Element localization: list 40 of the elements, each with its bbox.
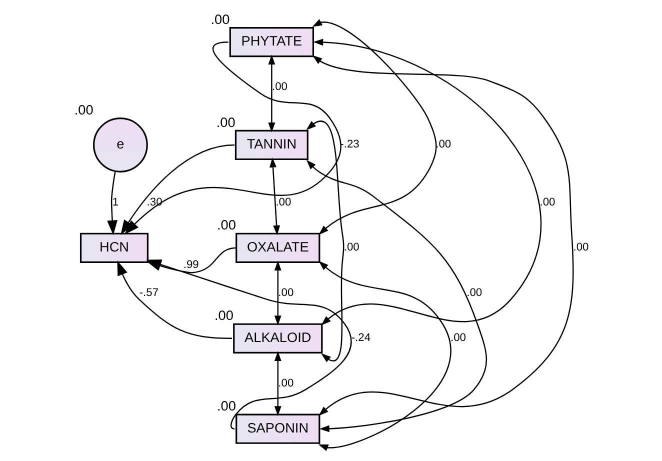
arrow <box>318 260 451 452</box>
node-label: .00 <box>216 114 235 130</box>
arrow <box>312 19 436 235</box>
node-label: .00 <box>210 12 230 27</box>
node-box: SAPONIN <box>235 414 320 444</box>
node-circle: e <box>92 118 148 172</box>
arrow <box>312 38 541 326</box>
arrow <box>269 157 280 236</box>
node-box: TANNIN <box>234 130 308 160</box>
edge-label: .00 <box>278 286 294 299</box>
arrow <box>268 54 275 132</box>
node-box: PHYTATE <box>228 27 314 58</box>
edge-label: 1 <box>112 196 118 208</box>
edge-label: .00 <box>275 196 291 208</box>
arrow <box>274 351 281 416</box>
edge-label: .00 <box>343 242 359 254</box>
edge-label: .00 <box>466 286 482 299</box>
edge-label: -.57 <box>138 286 158 299</box>
edge-label: -.23 <box>340 138 359 151</box>
node-label: .00 <box>216 218 236 233</box>
node-box: ALKALOID <box>232 323 322 354</box>
edge-label: .30 <box>146 196 162 208</box>
edge-label: .00 <box>435 138 451 151</box>
edge-label: .00 <box>572 242 588 254</box>
edge-label: .00 <box>539 196 555 208</box>
edge-label: .99 <box>182 258 198 271</box>
arrow <box>106 171 117 236</box>
edge-label: .00 <box>278 377 294 390</box>
edge-label: .00 <box>271 81 287 94</box>
node-box: HCN <box>79 232 148 263</box>
arrow <box>306 120 344 362</box>
edge-label: -.24 <box>350 332 370 344</box>
edge-label: .00 <box>450 332 466 344</box>
node-label: .00 <box>214 308 233 324</box>
node-box: OXALATE <box>235 232 320 263</box>
arrow <box>312 55 574 416</box>
arrow <box>274 260 281 326</box>
node-label: .00 <box>74 102 93 118</box>
arrow <box>306 160 486 432</box>
node-label: .00 <box>216 398 236 414</box>
